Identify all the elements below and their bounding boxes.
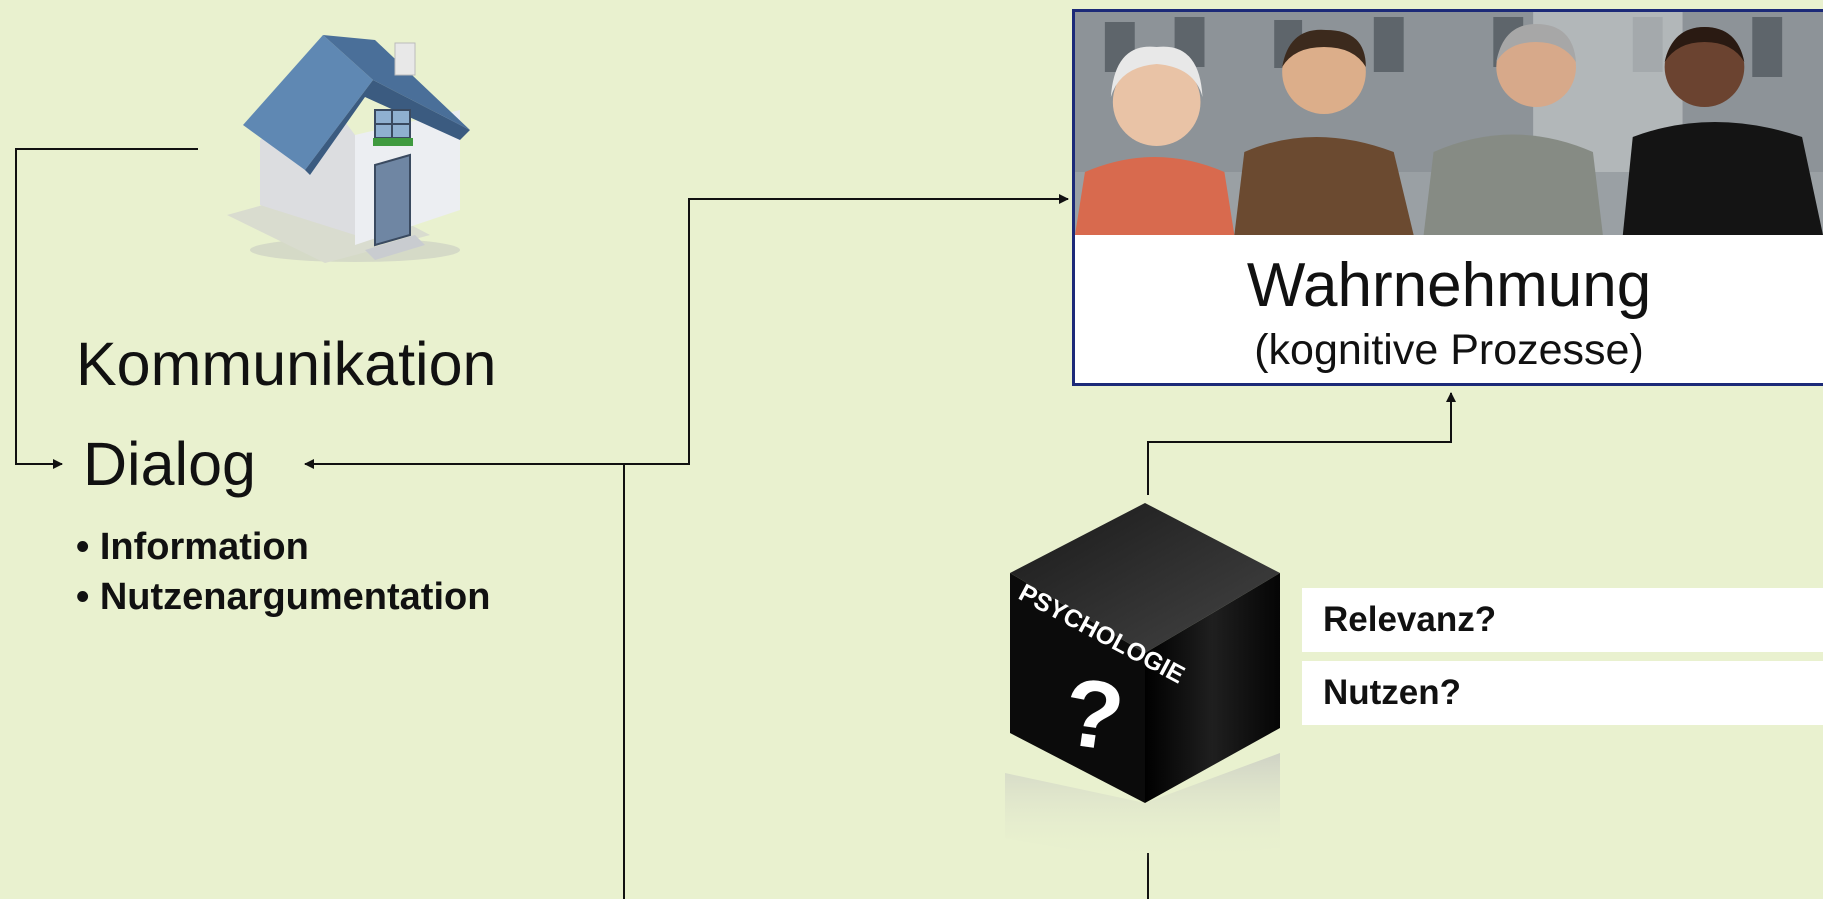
wahrnehmung-title: Wahrnehmung — [1246, 251, 1652, 320]
nutzen-question: Nutzen? — [1302, 661, 1823, 725]
bullet-nutzenargumentation: • Nutzenargumentation — [76, 576, 491, 618]
bullet-information: • Information — [76, 526, 309, 568]
house-to-dialog-connector — [15, 148, 198, 469]
wahrnehmung-subtitle: (kognitive Prozesse) — [1254, 326, 1644, 374]
dialog-label: Dialog — [83, 430, 256, 498]
kommunikation-label: Kommunikation — [76, 330, 497, 398]
dialog-to-wahrnehmung-connector — [624, 194, 1069, 465]
psychology-box-icon: PSYCHOLOGIE ? — [1005, 503, 1280, 863]
dialog-bullet-list: • Information • Nutzenargumentation — [76, 522, 490, 622]
relevanz-question: Relevanz? — [1302, 588, 1823, 652]
people-photo — [1075, 12, 1823, 235]
wahrnehmung-box: Wahrnehmung (kognitive Prozesse) — [1072, 9, 1823, 386]
house-icon — [227, 35, 470, 263]
cube-to-wahrnehmung-connector — [1147, 392, 1456, 495]
